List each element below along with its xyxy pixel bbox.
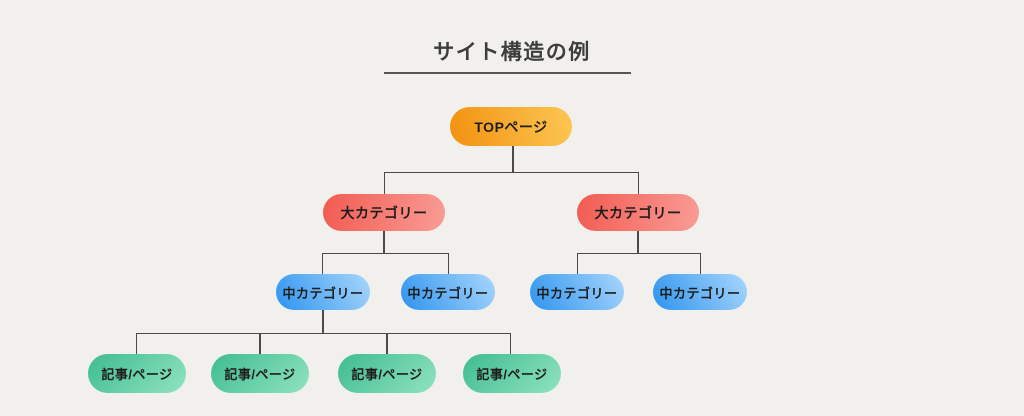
node-article-page-4: 記事/ページ [463,354,561,393]
node-top-page: TOPページ [450,107,572,146]
node-mid-category-3: 中カテゴリー [530,274,624,310]
connector-category2-stem [637,230,639,254]
connector-subcategory1-stem [322,309,324,334]
node-article-page-3: 記事/ページ [338,354,436,393]
connector-level3-bracket [136,333,511,355]
node-mid-category-2-label: 中カテゴリー [407,285,489,301]
node-top-page-label: TOPページ [474,118,548,135]
connector-page3-stem [386,334,388,354]
node-large-category-2: 大カテゴリー [577,194,699,231]
node-large-category-2-label: 大カテゴリー [594,204,682,221]
connector-page2-stem [259,334,261,354]
title-underline [384,72,631,74]
node-mid-category-4-label: 中カテゴリー [659,285,741,301]
diagram-title: サイト構造の例 [433,41,591,64]
connector-category1-stem [383,230,385,254]
node-large-category-1: 大カテゴリー [323,194,445,231]
node-large-category-1-label: 大カテゴリー [340,204,428,221]
node-article-page-2: 記事/ページ [211,354,309,393]
connector-top-stem [512,146,514,173]
connector-level1-bracket [384,172,639,195]
node-article-page-1: 記事/ページ [88,354,186,393]
node-article-page-4-label: 記事/ページ [476,367,548,382]
connector-level2-right-bracket [577,253,701,275]
node-mid-category-1: 中カテゴリー [276,274,370,310]
node-article-page-3-label: 記事/ページ [351,367,423,382]
node-article-page-2-label: 記事/ページ [224,367,296,382]
node-article-page-1-label: 記事/ページ [101,367,173,382]
connector-level2-left-bracket [322,253,449,275]
node-mid-category-2: 中カテゴリー [401,274,495,310]
node-mid-category-1-label: 中カテゴリー [282,285,364,301]
node-mid-category-3-label: 中カテゴリー [536,285,618,301]
node-mid-category-4: 中カテゴリー [653,274,747,310]
